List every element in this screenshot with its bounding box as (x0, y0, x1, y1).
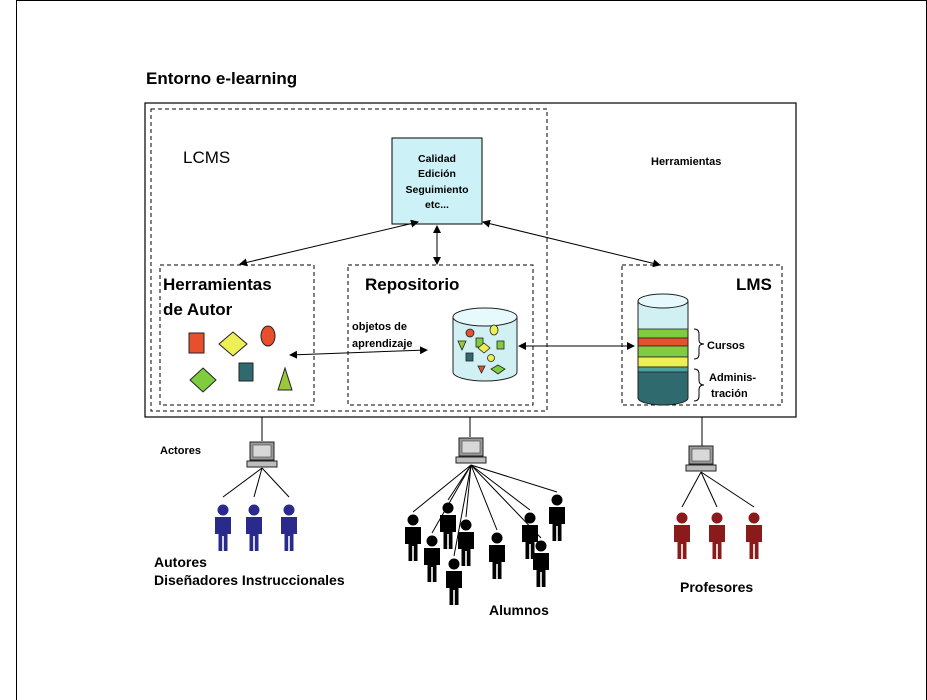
red-ellipse-shape (260, 325, 276, 347)
student-person-icon (440, 502, 456, 549)
computer-icon-teachers (685, 445, 717, 472)
teacher-person-icon (746, 512, 762, 559)
students-figures (405, 494, 565, 605)
authors-figures (215, 504, 297, 551)
student-person-icon (424, 535, 440, 582)
lms-title: LMS (736, 275, 772, 294)
objects-label-line: aprendizaje (352, 338, 413, 350)
arrow-authoring-repository (289, 346, 428, 359)
lcms-label: LCMS (183, 148, 230, 167)
quality-line: etc... (425, 199, 449, 211)
cursos-label: Cursos (707, 340, 745, 352)
repository-title: Repositorio (365, 275, 459, 294)
student-person-icon (489, 532, 505, 579)
yellow-diamond-shape (218, 331, 248, 357)
student-person-icon (549, 494, 565, 541)
authoring-tools-box (159, 264, 315, 406)
student-person-icon (446, 558, 462, 605)
author-person-icon (246, 504, 262, 551)
repository-cylinder (452, 307, 518, 382)
computer-icon-authors (246, 441, 278, 468)
diagram-title: Entorno e-learning (146, 69, 297, 88)
arrow-quality-lms (482, 219, 661, 268)
quality-line: Edición (418, 168, 456, 180)
quality-line: Seguimiento (405, 184, 468, 196)
computer-icon-students (455, 437, 487, 464)
cursos-brace (693, 328, 705, 360)
quality-line: Calidad (418, 153, 456, 165)
teachers-figures (674, 512, 762, 559)
objects-label-line: objetos de (352, 321, 407, 333)
quality-box (391, 137, 483, 225)
teachers-label: Profesores (680, 579, 753, 595)
teacher-person-icon (674, 512, 690, 559)
authors-label-line: Autores (154, 554, 207, 570)
red-square-shape (188, 332, 205, 354)
repository-box (347, 264, 534, 406)
student-person-icon (522, 512, 538, 559)
author-person-icon (281, 504, 297, 551)
arrow-quality-authoring (239, 219, 419, 267)
authors-fan-lines (222, 467, 290, 498)
quality-box-text: Calidad Edición Seguimiento etc... (405, 153, 468, 211)
lms-box (621, 264, 783, 406)
author-person-icon (215, 504, 231, 551)
teachers-fan-lines (681, 471, 755, 508)
authors-label-line: Diseñadores Instruccionales (154, 572, 345, 588)
admin-brace (693, 368, 705, 402)
student-person-icon (458, 519, 474, 566)
admin-label-line: Adminis- (709, 372, 756, 384)
green-triangle-shape (277, 366, 293, 391)
teacher-person-icon (709, 512, 725, 559)
authoring-title-line: de Autor (163, 300, 233, 319)
students-label: Alumnos (489, 602, 549, 618)
lms-stack-cylinder (637, 293, 689, 406)
green-diamond-shape (189, 367, 217, 393)
student-person-icon (533, 540, 549, 587)
actors-label: Actores (160, 445, 201, 457)
herramientas-label: Herramientas (651, 156, 721, 168)
authoring-title-line: Herramientas (163, 275, 272, 294)
teal-square-shape (238, 362, 254, 382)
admin-label-line: tración (711, 388, 748, 400)
student-person-icon (405, 514, 421, 561)
